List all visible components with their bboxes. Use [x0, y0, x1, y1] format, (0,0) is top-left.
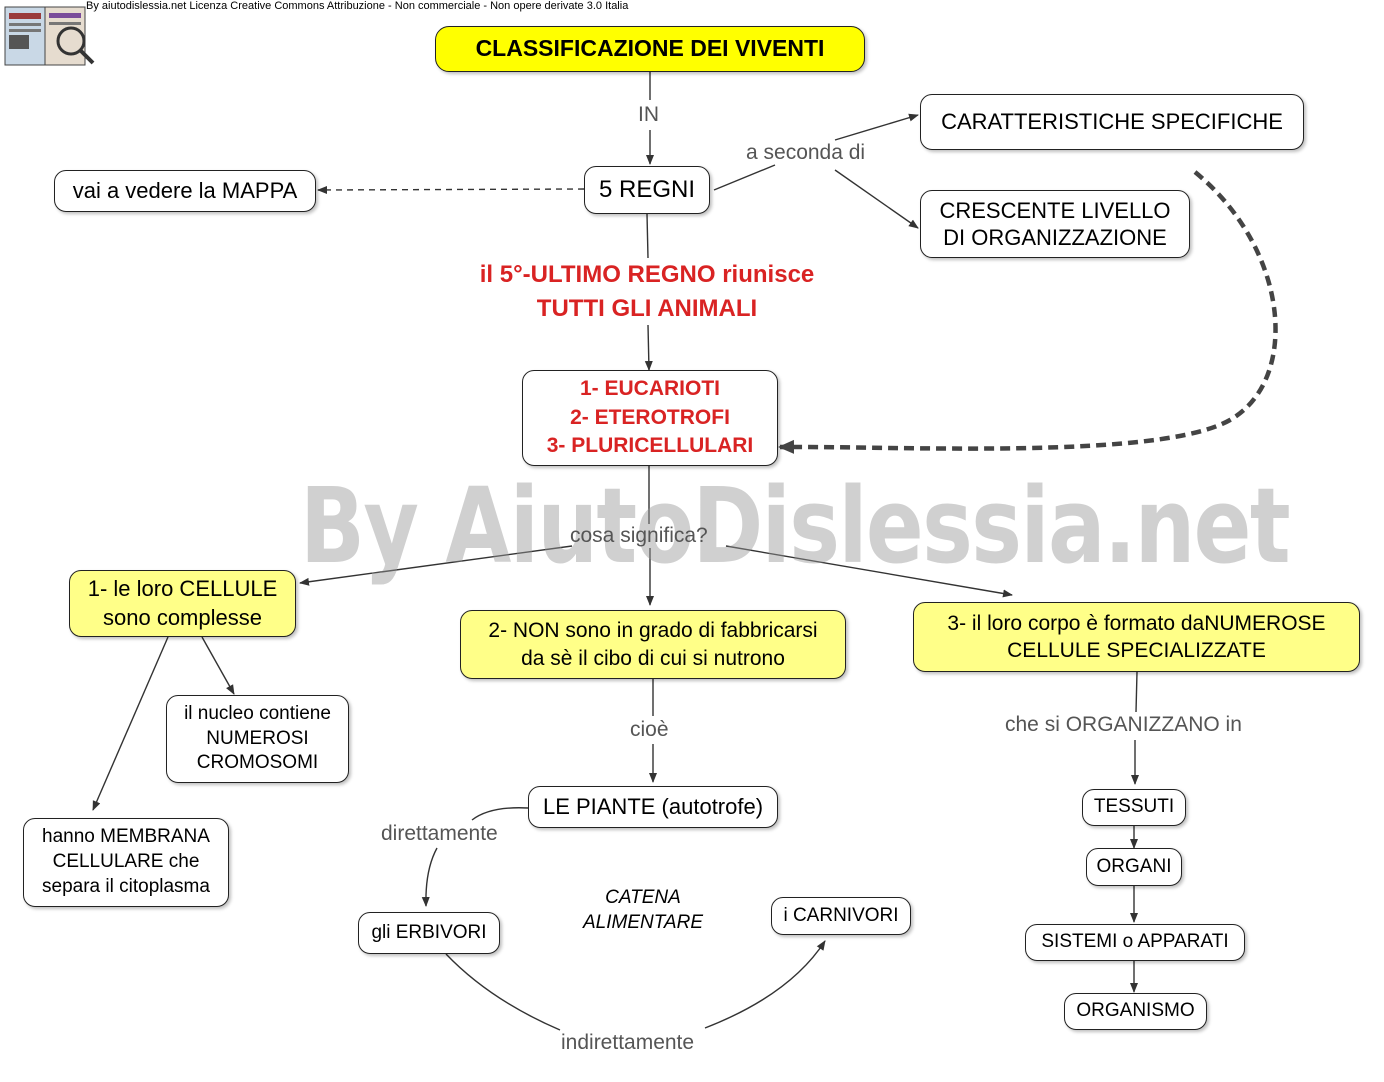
label-indirettamente: indirettamente [561, 1031, 695, 1054]
node-5-regni: 5 REGNI [584, 166, 710, 214]
node-vai-mappa[interactable]: vai a vedere la MAPPA [54, 170, 316, 212]
node-corpo: 3- il loro corpo è formato daNUMEROSE CE… [913, 602, 1360, 672]
node-fabbricarsi: 2- NON sono in grado di fabbricarsi da s… [460, 610, 846, 679]
link-regni-ultimo [646, 213, 649, 259]
node-cellule: 1- le loro CELLULE sono complesse [69, 570, 296, 637]
node-sistemi: SISTEMI o APPARATI [1025, 924, 1245, 961]
link-erbivori-indirettamente [445, 953, 561, 1031]
title-node: CLASSIFICAZIONE DEI VIVENTI [435, 26, 865, 72]
node-membrana: hanno MEMBRANA CELLULARE che separa il c… [23, 818, 229, 907]
link-piante-direttamente [471, 807, 529, 821]
label-cioe: cioè [630, 718, 669, 741]
node-piante: LE PIANTE (autotrofe) [528, 786, 778, 828]
link-significa-cellule [299, 545, 573, 586]
watermark: By AiutoDislessia.net [300, 465, 1291, 587]
node-nucleo: il nucleo contiene NUMEROSI CROMOSOMI [166, 695, 349, 783]
node-crescente: CRESCENTE LIVELLO DI ORGANIZZAZIONE [920, 190, 1190, 258]
link-regni-mappa [317, 185, 585, 194]
node-erbivori: gli ERBIVORI [358, 912, 500, 954]
node-caratteristiche: CARATTERISTICHE SPECIFICHE [920, 94, 1304, 150]
label-catena-alimentare: CATENA ALIMENTARE [582, 887, 703, 933]
label-a-seconda-di: a seconda di [746, 141, 866, 164]
link-corpo-organizzano [1135, 671, 1138, 713]
node-carnivori: i CARNIVORI [771, 897, 911, 935]
label-direttamente: direttamente [381, 822, 498, 845]
link-indirettamente-carnivori [704, 940, 826, 1029]
node-organi: ORGANI [1086, 848, 1182, 886]
link-ultimo-eucarioti [644, 324, 653, 371]
node-eucarioti: 1- EUCARIOTI 2- ETEROTROFI 3- PLURICELLU… [522, 370, 778, 466]
license-credit: By aiutodislessia.net Licenza Creative C… [86, 0, 629, 12]
link-seconda-caratteristiche [834, 113, 919, 141]
link-seconda-crescente [834, 169, 919, 229]
link-cellule-membrana [92, 636, 169, 811]
link-significa-corpo [725, 545, 1013, 598]
label-ultimo-regno: il 5°-ULTIMO REGNO riunisce TUTTI GLI AN… [479, 261, 815, 322]
label-organizzano: che si ORGANIZZANO in [1005, 713, 1242, 736]
node-organismo: ORGANISMO [1064, 993, 1207, 1030]
label-cosa-significa: cosa significa? [570, 524, 708, 547]
book-logo [4, 6, 95, 66]
label-in: IN [638, 103, 659, 126]
link-caratteristiche-eucarioti [778, 170, 1278, 454]
link-direttamente-erbivori [421, 847, 438, 907]
link-regni-seconda [713, 164, 776, 191]
node-tessuti: TESSUTI [1082, 789, 1186, 826]
link-cellule-nucleo [201, 636, 235, 695]
